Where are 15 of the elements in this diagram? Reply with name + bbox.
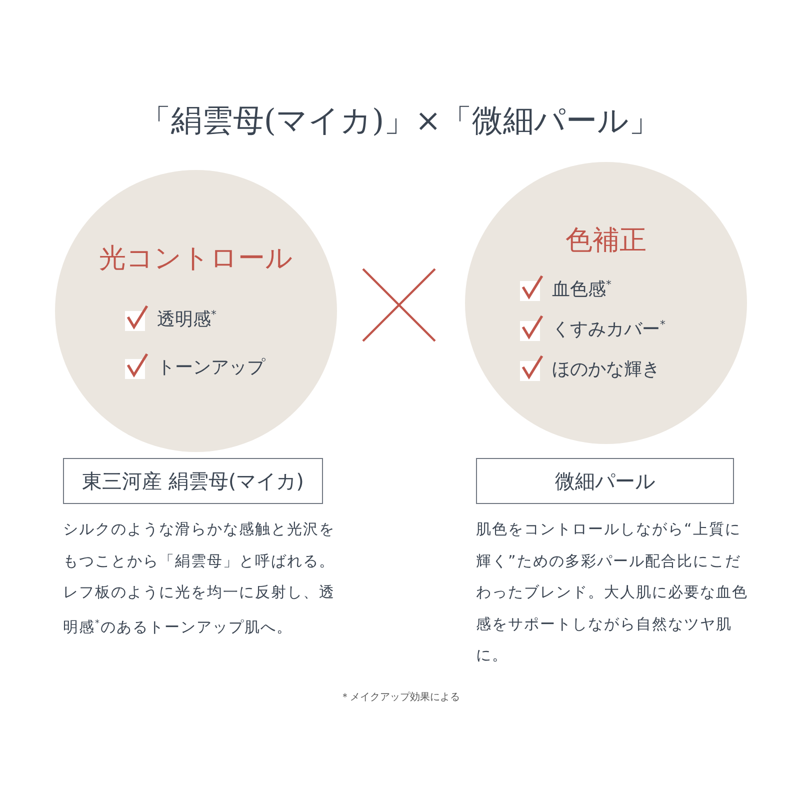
description-paragraph: 肌色をコントロールしながら“上質に輝く”ための多彩パール配合比にこだわったブレンド。大人肌に必要な血色感をサポートしながら自然なツヤ肌に。 [476,519,749,666]
heading: 光コントロール [98,242,294,276]
check-item-text: 透明感$^{*}$ [157,307,216,331]
description-paragraph: シルクのような滑らかな感触と光沢をもつことから「絹雲母」と呼ばれる。レフ板のように光を均一に反射し、透明感$^{*}$のあるトーンアップ肌へ。 [63,519,336,638]
check-item-text: 血色感$^{*}$ [552,277,612,301]
box-heading: 東三河産 絹雲母(マイカ) [82,468,304,494]
box-heading: 微細パール [555,468,655,494]
check-item-text: くすみカバー$^{*}$ [552,317,666,341]
label-box [63,458,323,504]
footnote: ＊メイクアップ効果による [339,690,461,704]
check-item-text: トーンアップ [157,356,265,379]
title: 「絹雲母(マイカ)」×「微細パール」 [138,102,662,141]
check-item-text: ほのかな輝き [552,358,660,381]
heading: 色補正 [564,224,648,258]
label-box [476,458,734,504]
